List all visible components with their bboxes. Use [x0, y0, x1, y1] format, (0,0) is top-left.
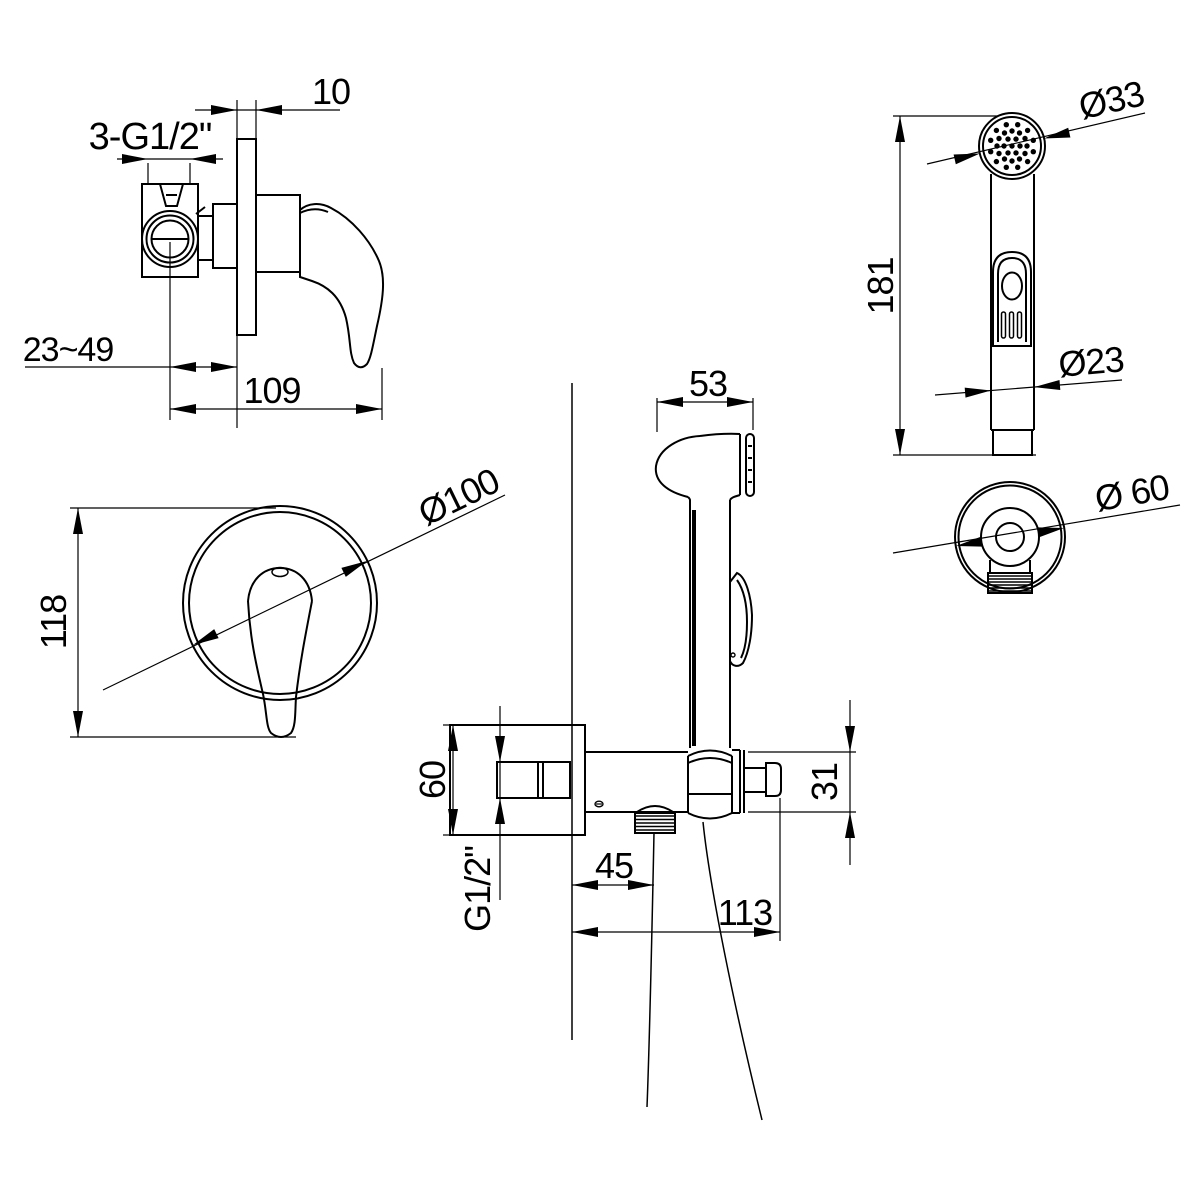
hose-lines: [646, 821, 763, 1121]
dim-handle-diameter: Ø23: [1057, 338, 1125, 385]
dim-mount-depth-range: 23~49: [23, 331, 114, 369]
dim-arm-height: 31: [804, 763, 845, 801]
mixer-front-geometry: [182, 505, 378, 738]
dim-overall-depth: 109: [243, 370, 300, 411]
dim-projection: 113: [718, 892, 772, 933]
dim-thread-ports: 3-G1/2": [89, 116, 212, 158]
view-mixer-side: 10 3-G1/2" 23~49 109: [23, 71, 385, 428]
dim-head-diameter: Ø33: [1075, 73, 1148, 128]
holder-dim-lines: [443, 398, 856, 941]
view-mixer-front: 118 Ø100: [33, 460, 506, 738]
handshower-geometry: [978, 112, 1046, 456]
dim-outlet-offset: 45: [595, 845, 633, 886]
holder-assembly-geometry: [449, 432, 782, 836]
wall-outlet-thread-hatch: [988, 575, 1032, 592]
view-wall-outlet-front: Ø 60: [892, 466, 1181, 594]
dim-mixer-front-height: 118: [33, 595, 74, 649]
view-handshower-front: 181 Ø33 Ø23: [860, 73, 1148, 456]
dim-plate-thickness: 10: [312, 71, 350, 112]
dim-body-height: 60: [412, 761, 453, 799]
mixer-side-arrows: [122, 105, 382, 414]
dim-head-width: 53: [689, 363, 727, 404]
handshower-arrows: [895, 116, 1071, 455]
dim-inlet-thread: G1/2": [457, 846, 498, 932]
dim-handshower-length: 181: [860, 257, 901, 314]
mixer-side-geometry: [141, 138, 385, 369]
mixer-front-dim-lines: [70, 494, 506, 738]
dim-outlet-diameter: Ø 60: [1092, 466, 1172, 519]
mixer-front-arrows: [73, 508, 367, 737]
dim-plate-diameter: Ø100: [412, 460, 506, 534]
view-holder-assembly: 53 60 G1/2" 45 113 31: [412, 363, 856, 1121]
wall-outlet-dim-lines: [892, 504, 1181, 554]
spray-nozzle-dots: [988, 122, 1037, 170]
wall-outlet-arrows: [956, 527, 1064, 547]
hose-thread-hatch: [635, 815, 675, 831]
handshower-dim-lines: [893, 112, 1146, 456]
holder-arrows: [448, 397, 855, 937]
